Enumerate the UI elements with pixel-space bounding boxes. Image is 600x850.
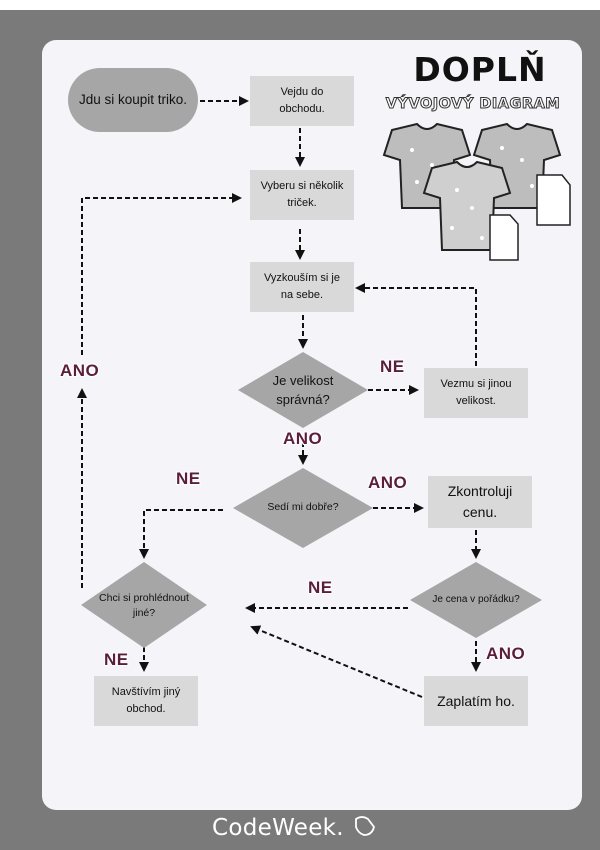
t-shirts-with-price-tags-icon	[382, 122, 571, 261]
arrow-othersize-back	[355, 283, 477, 366]
label-ano-price: ANO	[486, 644, 526, 663]
top-border	[0, 0, 600, 10]
arrow-pay-back	[250, 625, 423, 698]
label-ne-browse: NE	[104, 650, 129, 669]
step-other-shop: Navštívím jiný obchod.	[94, 676, 198, 726]
diamond-size	[238, 352, 368, 428]
brand-text: CodeWeek.	[212, 815, 344, 841]
step-check-price: Zkontroluji cenu.	[428, 476, 532, 528]
start-terminal: Jdu si koupit triko.	[68, 68, 198, 132]
label-ano-loop: ANO	[60, 361, 100, 380]
codeweek-logo: CodeWeek.	[212, 813, 378, 841]
label-ano-size: ANO	[283, 429, 323, 448]
step-try-on: Vyzkouším si je na sebe.	[250, 262, 354, 312]
decision-browse-text: Chci si prohlédnout jiné?	[99, 591, 189, 619]
arrow-fit-ne	[139, 509, 223, 559]
decision-size-text: Je velikost správná?	[272, 373, 334, 407]
step-other-size: Vezmu si jinou velikost.	[424, 368, 528, 418]
diamond-fit	[233, 468, 373, 548]
hand-icon	[354, 816, 375, 836]
label-ne-price: NE	[308, 578, 333, 597]
diamond-browse	[81, 562, 207, 648]
page-title: DOPLŇ	[413, 50, 547, 89]
page-subtitle: VÝVOJOVÝ DIAGRAM	[385, 96, 561, 113]
step-pick-shirts: Vyberu si několik triček.	[250, 170, 354, 220]
diamond-price	[410, 562, 542, 638]
decision-fit-text: Sedí mi dobře?	[267, 501, 339, 514]
label-ne-fit: NE	[176, 469, 201, 488]
label-ne-size: NE	[380, 357, 405, 376]
step-pay: Zaplatím ho.	[424, 676, 528, 726]
step-go-to-shop: Vejdu do obchodu.	[250, 76, 354, 126]
arrow-ano-loop	[81, 193, 242, 355]
decision-price-text: Je cena v pořádku?	[432, 593, 520, 605]
label-ano-fit: ANO	[368, 473, 408, 492]
